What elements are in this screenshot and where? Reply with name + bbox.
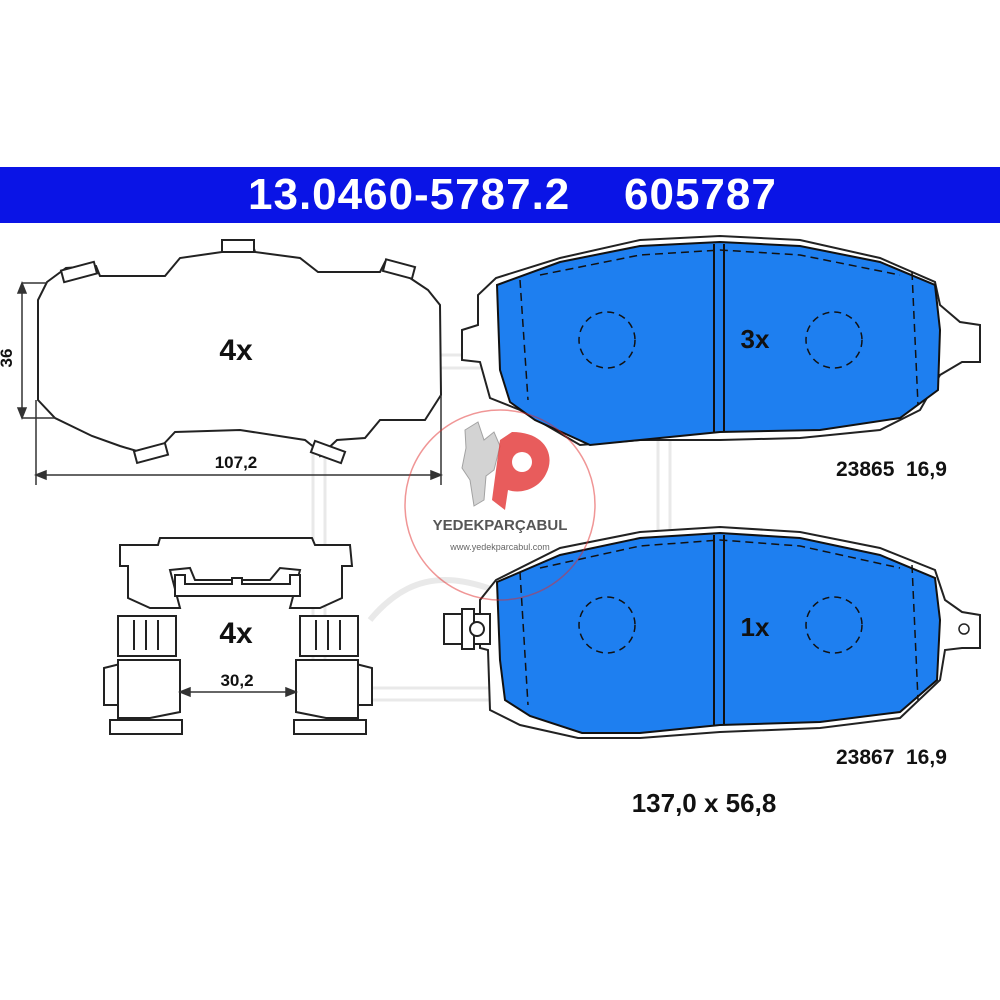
shim-dimension-lines — [16, 280, 444, 485]
watermark: YEDEKPARÇABUL www.yedekparcabul.com — [404, 409, 596, 601]
pad-2-friction-surface — [495, 531, 942, 734]
pad-2-thickness: 16,9 — [906, 746, 947, 769]
pad-1-sensor-circle-right — [805, 311, 863, 369]
wear-sensor-tab — [443, 608, 491, 650]
watermark-url: www.yedekparcabul.com — [449, 542, 550, 552]
reference-number: 605787 — [624, 170, 777, 219]
pad-2-sensor-circle-right — [805, 596, 863, 654]
header-banner: 13.0460-5787.2 605787 — [0, 167, 1000, 223]
pad-1-friction-surface — [495, 240, 942, 447]
shim-drawing — [37, 239, 443, 465]
pad-2-quantity: 1x — [741, 612, 770, 642]
clip-drawing — [103, 537, 373, 735]
shim-width-label: 107,2 — [215, 453, 258, 472]
brake-pad-2 — [443, 525, 981, 739]
shim-quantity: 4x — [219, 334, 253, 367]
pad-dimensions: 137,0 x 56,8 — [632, 788, 777, 818]
pad-2-code: 23867 — [836, 746, 894, 769]
clip-dimension-lines — [177, 686, 299, 698]
part-number: 13.0460-5787.2 — [248, 170, 571, 219]
watermark-logo-icon — [461, 421, 550, 510]
pad-1-sensor-circle-left — [578, 311, 636, 369]
pad-1-quantity: 3x — [741, 324, 770, 354]
shim-height-label: 36 — [0, 349, 16, 368]
clip-width-label: 30,2 — [220, 671, 253, 690]
brake-pad-1 — [461, 234, 981, 447]
pad-2-sensor-circle-left — [578, 596, 636, 654]
watermark-brand: YEDEKPARÇABUL — [433, 517, 568, 534]
clip-quantity: 4x — [219, 617, 253, 650]
pad-1-thickness: 16,9 — [906, 458, 947, 481]
pad-1-code: 23865 — [836, 458, 895, 481]
